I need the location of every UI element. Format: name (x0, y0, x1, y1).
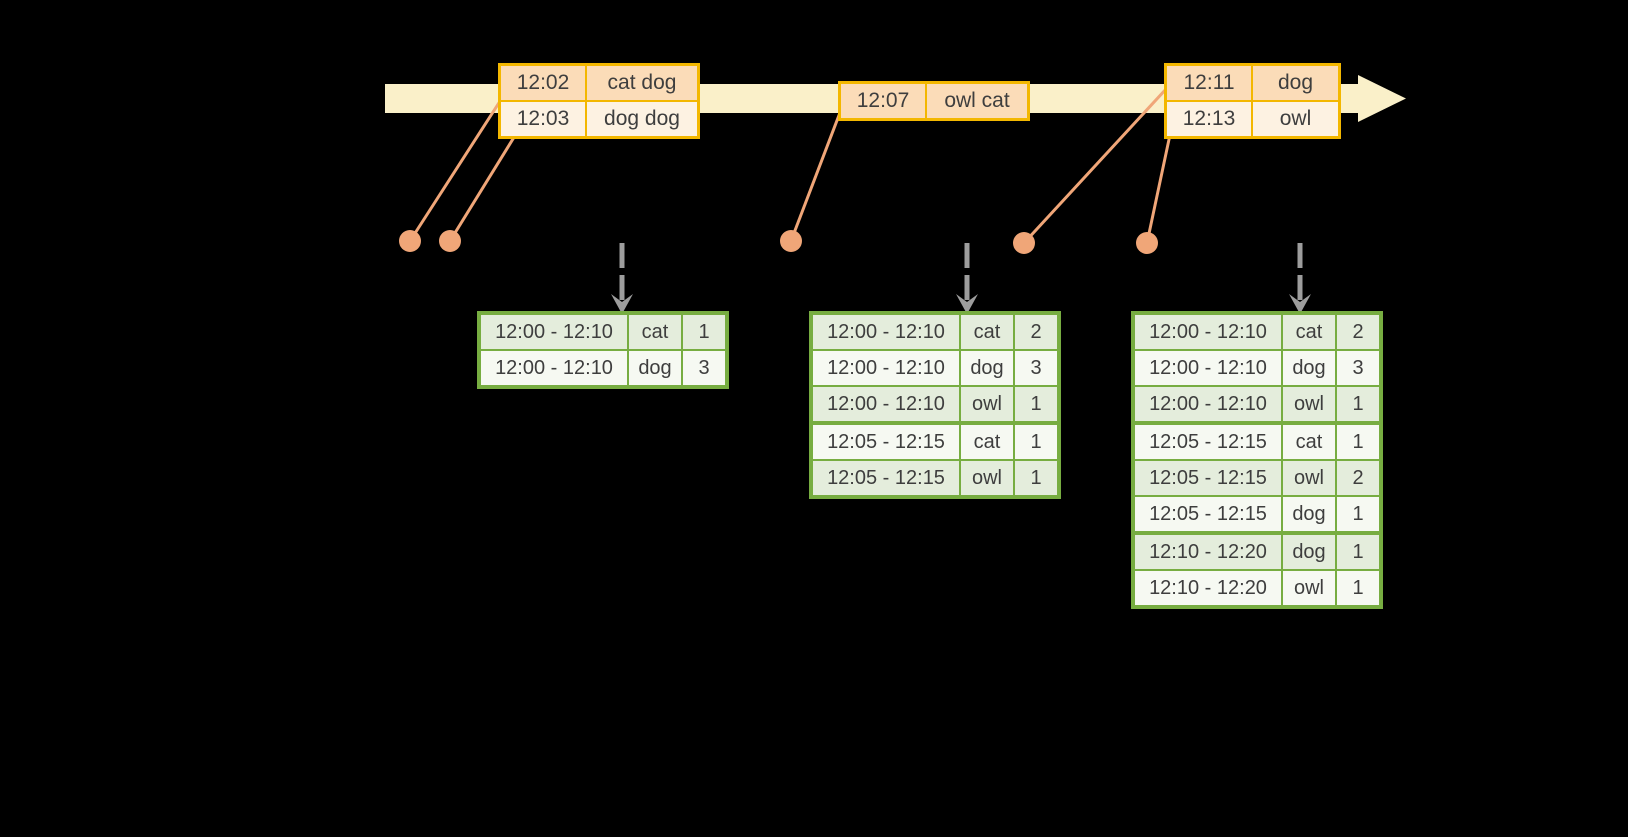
event-words-cell: owl cat (927, 84, 1027, 118)
window-cell: 12:05 - 12:15 (813, 461, 959, 495)
word-cell: cat (961, 315, 1013, 349)
count-cell: 1 (1015, 387, 1057, 421)
count-cell: 2 (1337, 461, 1379, 495)
event-words-cell: dog (1253, 66, 1338, 100)
event-connector-line (789, 109, 843, 242)
event-marker-dot (1013, 232, 1035, 254)
window-cell: 12:05 - 12:15 (1135, 461, 1281, 495)
event-marker-dot (1136, 232, 1158, 254)
event-marker-dot (439, 230, 461, 252)
count-cell: 1 (683, 315, 725, 349)
word-cell: owl (961, 461, 1013, 495)
count-cell: 2 (1337, 315, 1379, 349)
window-cell: 12:00 - 12:10 (1135, 387, 1281, 421)
event-words-cell: owl (1253, 102, 1338, 136)
window-cell: 12:05 - 12:15 (1135, 497, 1281, 531)
count-cell: 1 (1015, 461, 1057, 495)
count-cell: 1 (1337, 425, 1379, 459)
event-time-cell: 12:07 (841, 84, 925, 118)
window-cell: 12:10 - 12:20 (1135, 535, 1281, 569)
event-words-cell: dog dog (587, 102, 697, 136)
window-cell: 12:00 - 12:10 (813, 315, 959, 349)
word-cell: dog (629, 351, 681, 385)
count-cell: 3 (1015, 351, 1057, 385)
event-connector-line (408, 94, 506, 242)
word-cell: cat (629, 315, 681, 349)
event-time-cell: 12:03 (501, 102, 585, 136)
event-time-cell: 12:02 (501, 66, 585, 100)
word-cell: dog (961, 351, 1013, 385)
count-cell: 1 (1337, 535, 1379, 569)
event-time-cell: 12:13 (1167, 102, 1251, 136)
word-cell: cat (1283, 425, 1335, 459)
word-cell: owl (961, 387, 1013, 421)
word-cell: owl (1283, 571, 1335, 605)
event-marker-dot (780, 230, 802, 252)
window-cell: 12:00 - 12:10 (1135, 315, 1281, 349)
trigger-arrowhead-icon (956, 294, 978, 314)
window-cell: 12:10 - 12:20 (1135, 571, 1281, 605)
word-cell: dog (1283, 351, 1335, 385)
count-cell: 3 (1337, 351, 1379, 385)
trigger-arrowhead-icon (1289, 294, 1311, 314)
window-cell: 12:00 - 12:10 (481, 351, 627, 385)
count-cell: 1 (1337, 571, 1379, 605)
word-cell: cat (1283, 315, 1335, 349)
trigger-arrowhead-icon (611, 294, 633, 314)
count-cell: 3 (683, 351, 725, 385)
word-cell: cat (961, 425, 1013, 459)
window-cell: 12:05 - 12:15 (1135, 425, 1281, 459)
word-cell: owl (1283, 387, 1335, 421)
word-cell: dog (1283, 497, 1335, 531)
event-connector-line (1145, 129, 1173, 244)
window-cell: 12:00 - 12:10 (481, 315, 627, 349)
timeline-arrowhead-icon (1358, 75, 1406, 122)
window-cell: 12:00 - 12:10 (813, 387, 959, 421)
window-cell: 12:00 - 12:10 (813, 351, 959, 385)
window-cell: 12:05 - 12:15 (813, 425, 959, 459)
count-cell: 2 (1015, 315, 1057, 349)
event-marker-dot (399, 230, 421, 252)
event-time-cell: 12:11 (1167, 66, 1251, 100)
count-cell: 1 (1337, 387, 1379, 421)
event-words-cell: cat dog (587, 66, 697, 100)
count-cell: 1 (1015, 425, 1057, 459)
event-connector-line (1022, 86, 1169, 245)
word-cell: dog (1283, 535, 1335, 569)
event-connector-line (448, 133, 518, 242)
count-cell: 1 (1337, 497, 1379, 531)
word-cell: owl (1283, 461, 1335, 495)
window-cell: 12:00 - 12:10 (1135, 351, 1281, 385)
